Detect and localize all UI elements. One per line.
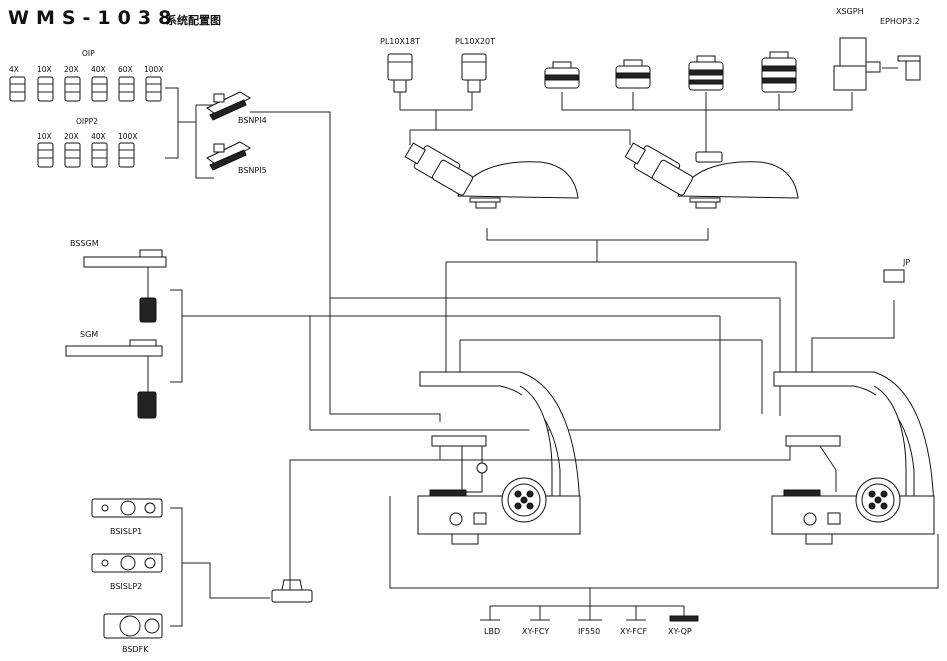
objective-icon[interactable]: 40X	[91, 132, 108, 168]
photo-eyepiece-ephop[interactable]	[882, 55, 921, 81]
light-source-connector	[170, 507, 183, 627]
objective-icon[interactable]: 100X	[144, 65, 163, 102]
objective-group-oip: 4X 10X 20X 40X 60X 100X	[9, 65, 163, 102]
objective-label: 100X	[118, 132, 137, 141]
photo-tube-label: XSGPH	[836, 7, 864, 16]
eyepiece-connector	[399, 92, 473, 111]
nosepiece-bsnpi5-label: BSNPI5	[238, 166, 267, 175]
objective-icon[interactable]: 20X	[64, 65, 81, 102]
objective-icon[interactable]: 10X	[37, 132, 54, 168]
microscope-body-right[interactable]	[771, 371, 935, 545]
filter-xy-fcy[interactable]	[530, 606, 550, 621]
condenser-icon[interactable]	[271, 579, 313, 603]
nosepiece-bsnpi4[interactable]	[206, 91, 251, 121]
nosepiece-bsnpi5[interactable]	[206, 141, 251, 171]
jp-box[interactable]	[883, 269, 905, 283]
microscope-body-left[interactable]	[417, 371, 581, 545]
objective-label: 40X	[91, 65, 106, 74]
head-connector	[486, 228, 709, 241]
camera-adapter-icon[interactable]	[615, 59, 651, 89]
filter-label: IF550	[578, 627, 600, 636]
filter-label: XY-FCY	[522, 627, 549, 636]
eyepiece-label: PL10X18T	[380, 37, 420, 46]
trinocular-head[interactable]	[623, 139, 799, 209]
filter-label: XY-QP	[668, 627, 692, 636]
objective-label: 100X	[144, 65, 163, 74]
diagram-title: WMS-1038	[8, 7, 178, 29]
objective-icon[interactable]: 100X	[118, 132, 137, 168]
objective-group-oipp2-label: OIPP2	[76, 117, 98, 126]
objective-label: 60X	[118, 65, 133, 74]
camera-connector	[561, 92, 853, 111]
stage-label: BSSGM	[70, 239, 99, 248]
objective-group-oipp2: 10X 20X 40X 100X	[37, 132, 137, 168]
jp-connector	[811, 300, 895, 372]
objective-label: 20X	[64, 132, 79, 141]
stage-connector	[170, 289, 183, 383]
camera-adapter-icon[interactable]	[544, 61, 580, 89]
stage-label: SGM	[80, 330, 98, 339]
stage-sgm[interactable]	[65, 339, 163, 419]
filter-if550[interactable]	[578, 606, 602, 621]
filter-bus	[389, 496, 939, 589]
light-source-label: BSISLP1	[110, 527, 142, 536]
filter-xy-qp[interactable]	[669, 606, 699, 622]
binocular-head[interactable]	[403, 139, 579, 209]
light-source-bsdfk[interactable]	[103, 613, 163, 639]
eyepiece-icon[interactable]	[461, 53, 487, 93]
objective-icon[interactable]: 4X	[9, 65, 26, 102]
objective-label: 4X	[9, 65, 19, 74]
light-source-bsislp1[interactable]	[91, 498, 163, 518]
eyepiece-label: PL10X20T	[455, 37, 495, 46]
objective-group-oip-label: OIP	[82, 49, 95, 58]
objective-label: 20X	[64, 65, 79, 74]
objective-connector	[165, 87, 214, 179]
camera-adapter-icon[interactable]	[688, 55, 724, 91]
filter-lbd[interactable]	[480, 606, 500, 621]
objective-label: 40X	[91, 132, 106, 141]
light-source-label: BSISLP2	[110, 582, 142, 591]
photo-eyepiece-label: EPHOP3.2	[880, 17, 920, 26]
objective-icon[interactable]: 20X	[64, 132, 81, 168]
light-source-bsislp2[interactable]	[91, 553, 163, 573]
objective-label: 10X	[37, 65, 52, 74]
objective-icon[interactable]: 40X	[91, 65, 108, 102]
stage-bssgm[interactable]	[83, 249, 167, 323]
jp-label: JP	[902, 258, 910, 267]
objective-icon[interactable]: 60X	[118, 65, 135, 102]
photo-tube-xsgph[interactable]	[833, 37, 881, 91]
objective-label: 10X	[37, 132, 52, 141]
camera-adapter-icon[interactable]	[761, 51, 797, 93]
filter-label: LBD	[484, 627, 500, 636]
nosepiece-bsnpi4-label: BSNPI4	[238, 116, 267, 125]
filter-label: XY-FCF	[620, 627, 647, 636]
light-source-label: BSDFK	[122, 645, 149, 654]
objective-icon[interactable]: 10X	[37, 65, 54, 102]
diagram-subtitle: 系统配置图	[166, 13, 221, 27]
filter-xy-fcf[interactable]	[626, 606, 646, 621]
nosepiece-connector	[250, 111, 441, 422]
eyepiece-icon[interactable]	[387, 53, 413, 93]
